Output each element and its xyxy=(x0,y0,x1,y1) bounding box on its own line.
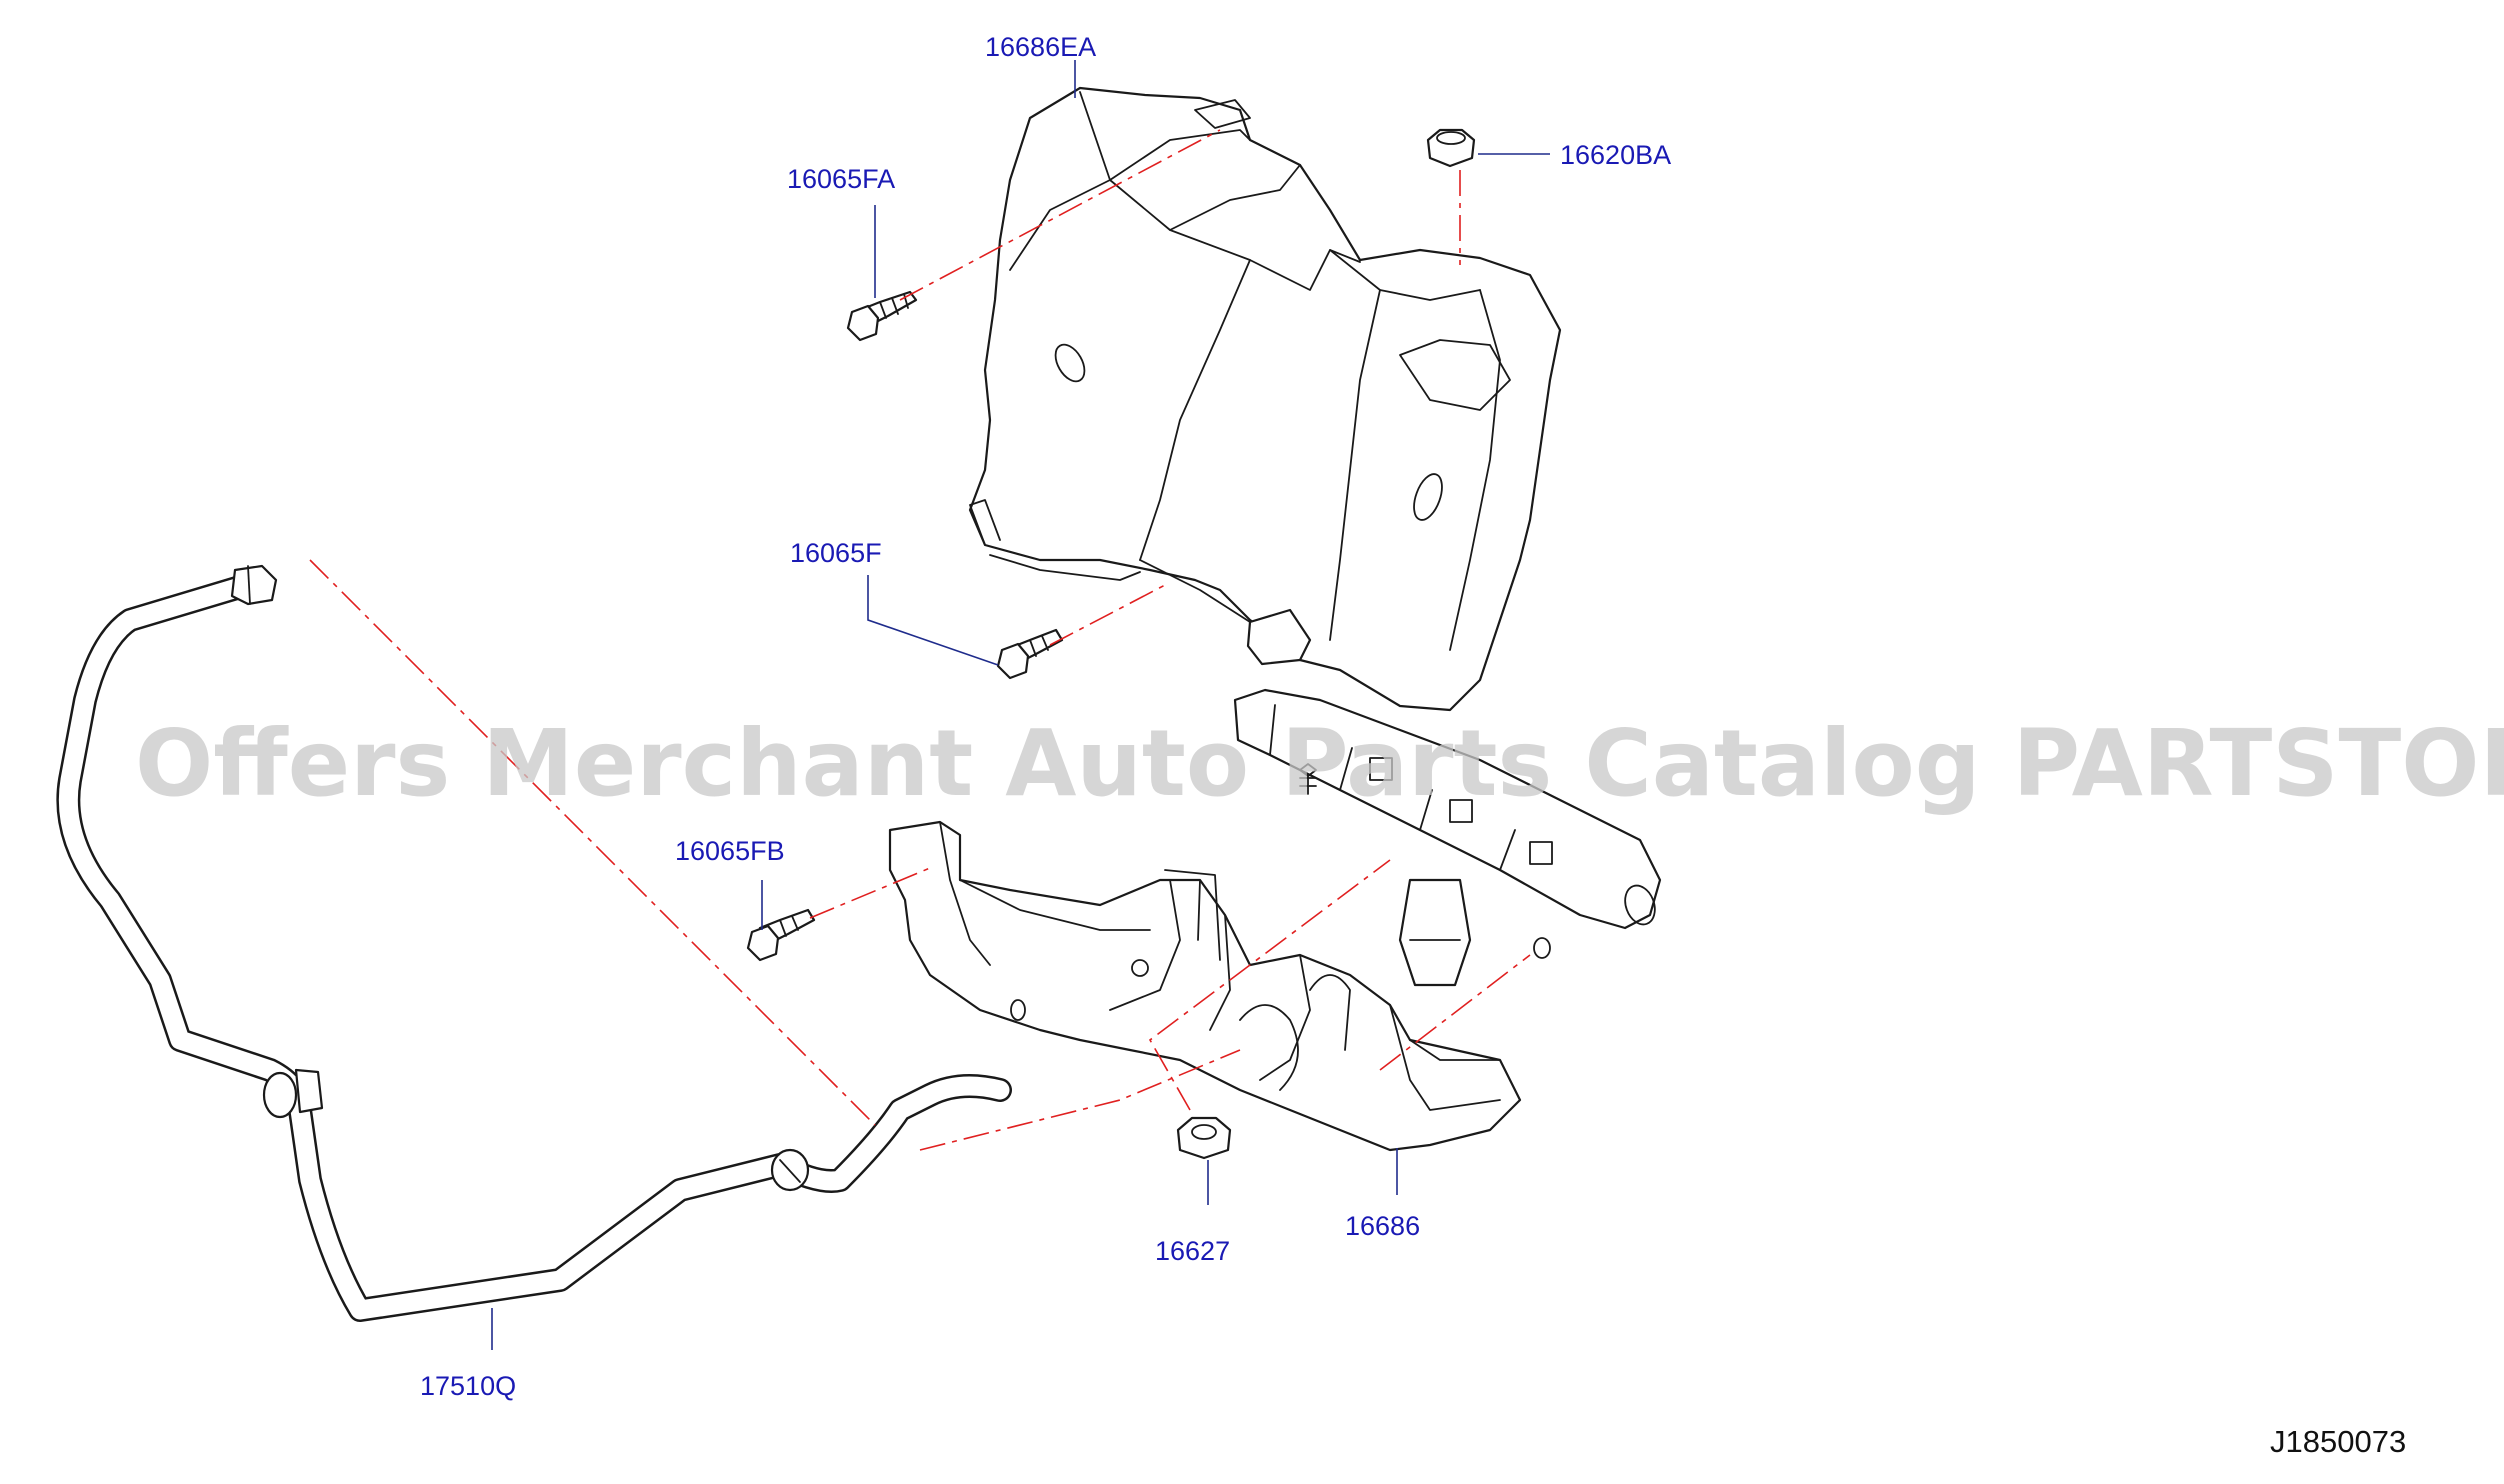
callout-16686: 16686 xyxy=(1345,1211,1420,1241)
callout-16627: 16627 xyxy=(1155,1236,1230,1266)
watermark-text: Offers Merchant Auto Parts Catalog PARTS… xyxy=(135,710,2504,817)
callout-16065FA: 16065FA xyxy=(787,164,895,194)
hose-part xyxy=(56,564,1012,1322)
engine-cover-part xyxy=(968,86,1562,712)
nut-16627-part xyxy=(1176,1116,1232,1160)
callout-16065FB: 16065FB xyxy=(675,836,785,866)
bracket-part xyxy=(888,820,1522,1152)
nut-16620BA-part xyxy=(1426,128,1476,168)
fuel-rail-part xyxy=(1233,688,1662,987)
bolt-16065FA-part xyxy=(846,290,918,342)
callout-16686EA: 16686EA xyxy=(985,32,1096,62)
bolt-16065F-part xyxy=(996,628,1064,680)
bolt-16065FB-part xyxy=(746,908,816,962)
callout-16065F: 16065F xyxy=(790,538,882,568)
leader-lines xyxy=(491,60,1550,1350)
callout-16620BA: 16620BA xyxy=(1560,140,1671,170)
phantom-lines xyxy=(309,129,1531,1151)
callout-17510Q: 17510Q xyxy=(420,1371,516,1401)
diagram-code: J1850073 xyxy=(2270,1424,2406,1459)
